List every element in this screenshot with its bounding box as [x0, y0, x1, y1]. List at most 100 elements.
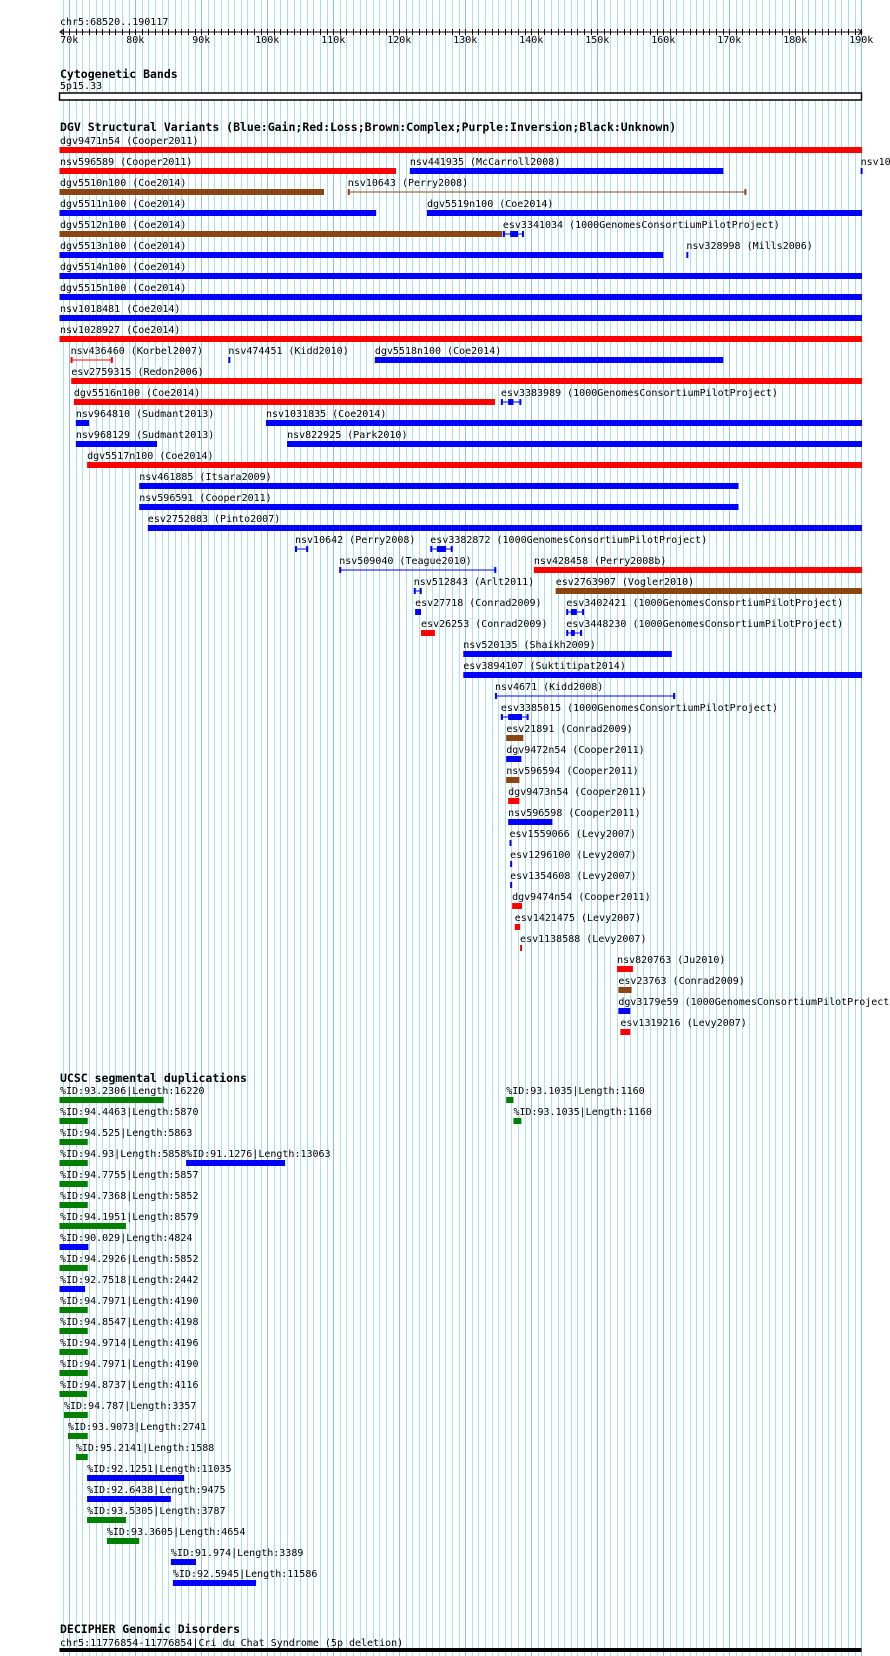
segmental-duplication[interactable]: %ID:91.974|Length:3389	[170, 1548, 303, 1565]
structural-variant[interactable]: dgv5510n100 (Coe2014)	[59, 178, 325, 195]
structural-variant[interactable]: esv1559066 (Levy2007)	[509, 829, 636, 846]
segmental-duplication[interactable]: %ID:95.2141|Length:1588	[75, 1443, 214, 1460]
structural-variant[interactable]: nsv596598 (Cooper2011)	[508, 808, 641, 825]
structural-variant[interactable]: dgv5518n100 (Coe2014)	[374, 346, 724, 363]
structural-variant[interactable]: dgv9474n54 (Cooper2011)	[512, 892, 651, 909]
structural-variant[interactable]: dgv5519n100 (Coe2014)	[426, 199, 863, 216]
variant-label: nsv968129 (Sudmant2013)	[76, 430, 214, 441]
structural-variant[interactable]: nsv428458 (Perry2008b)	[533, 556, 863, 573]
structural-variant[interactable]: nsv328998 (Mills2006)	[686, 241, 813, 258]
structural-variant[interactable]: nsv596591 (Cooper2011)	[139, 493, 739, 510]
segmental-duplication[interactable]: %ID:93.3605|Length:4654	[106, 1527, 245, 1544]
variant-label: dgv5513n100 (Coe2014)	[60, 241, 186, 252]
structural-variant[interactable]: nsv596589 (Cooper2011)	[59, 157, 396, 174]
structural-variant[interactable]: esv3894107 (Suktitipat2014)	[463, 661, 863, 678]
decipher-feature-bar[interactable]	[59, 1648, 862, 1652]
feature-bar	[415, 609, 422, 615]
segmental-duplication[interactable]: %ID:93.1035|Length:1160	[506, 1086, 645, 1103]
segmental-duplication[interactable]: %ID:94.93|Length:5858	[59, 1149, 187, 1166]
structural-variant[interactable]: esv3341034 (1000GenomesConsortiumPilotPr…	[502, 220, 780, 237]
cytoband-5p15-33[interactable]	[58, 92, 863, 101]
variant-label: nsv10643 (Perry2008)	[348, 178, 468, 189]
structural-variant[interactable]: nsv964810 (Sudmant2013)	[75, 409, 214, 426]
structural-variant[interactable]: dgv9473n54 (Cooper2011)	[508, 787, 647, 804]
structural-variant[interactable]: nsv1018481 (Coe2014)	[59, 304, 863, 321]
structural-variant[interactable]: esv3383989 (1000GenomesConsortiumPilotPr…	[500, 388, 778, 405]
structural-variant[interactable]: esv1319216 (Levy2007)	[620, 1018, 747, 1035]
structural-variant[interactable]: esv3448230 (1000GenomesConsortiumPilotPr…	[566, 619, 843, 636]
segmental-duplication[interactable]: %ID:94.8547|Length:4198	[59, 1317, 199, 1334]
segmental-duplication[interactable]: %ID:92.5945|Length:11586	[172, 1569, 318, 1586]
structural-variant[interactable]: esv1296100 (Levy2007)	[510, 850, 637, 867]
segmental-duplication[interactable]: %ID:92.6438|Length:9475	[87, 1485, 226, 1502]
track-cytogenetic-bands[interactable]: Cytogenetic Bands 5p15.33	[58, 67, 863, 101]
structural-variant[interactable]: dgv5514n100 (Coe2014)	[59, 262, 863, 279]
structural-variant[interactable]: esv1354608 (Levy2007)	[510, 871, 637, 888]
structural-variant[interactable]: dgv9471n54 (Cooper2011)	[59, 136, 863, 153]
feature-bar	[374, 357, 724, 363]
structural-variant[interactable]: esv1421475 (Levy2007)	[514, 913, 641, 930]
structural-variant[interactable]: esv3382872 (1000GenomesConsortiumPilotPr…	[430, 535, 707, 552]
structural-variant[interactable]: nsv436460 (Korbel2007)	[70, 346, 203, 363]
segmental-duplication[interactable]: %ID:93.9073|Length:2741	[67, 1422, 206, 1439]
structural-variant[interactable]: nsv441935 (McCarroll2008)	[409, 157, 724, 174]
structural-variant[interactable]: dgv5511n100 (Coe2014)	[59, 199, 377, 216]
structural-variant[interactable]: dgv3179e59 (1000GenomesConsortiumPilotPr…	[618, 997, 890, 1014]
structural-variant[interactable]: nsv474451 (Kidd2010)	[228, 346, 349, 363]
track-decipher[interactable]: DECIPHER Genomic Disorders chr5:11776854…	[59, 1622, 862, 1652]
segmental-duplication[interactable]: %ID:90.029|Length:4824	[59, 1233, 193, 1250]
segmental-duplication[interactable]: %ID:93.2306|Length:16220	[59, 1086, 205, 1103]
structural-variant[interactable]: esv26253 (Conrad2009)	[421, 619, 547, 636]
structural-variant[interactable]: nsv4671 (Kidd2008)	[494, 682, 676, 699]
structural-variant[interactable]: nsv822925 (Park2010)	[287, 430, 863, 447]
structural-variant[interactable]: dgv5517n100 (Coe2014)	[87, 451, 863, 468]
segmental-duplication[interactable]: %ID:94.2926|Length:5852	[59, 1254, 199, 1271]
structural-variant[interactable]: esv2763907 (Vogler2010)	[555, 577, 863, 594]
segmental-duplication[interactable]: %ID:94.7971|Length:4190	[59, 1296, 199, 1313]
structural-variant[interactable]: nsv10643 (Perry2008)	[347, 178, 747, 195]
structural-variant[interactable]: esv3402421 (1000GenomesConsortiumPilotPr…	[566, 598, 843, 615]
structural-variant[interactable]: nsv461885 (Itsara2009)	[139, 472, 739, 489]
structural-variant[interactable]: nsv1028927 (Coe2014)	[59, 325, 863, 342]
structural-variant[interactable]: esv21891 (Conrad2009)	[506, 724, 633, 741]
structural-variant[interactable]: esv3385015 (1000GenomesConsortiumPilotPr…	[500, 703, 778, 720]
segmental-duplication[interactable]: %ID:94.7971|Length:4190	[59, 1359, 199, 1376]
structural-variant[interactable]: esv23763 (Conrad2009)	[618, 976, 745, 993]
track-segmental-duplications[interactable]: UCSC segmental duplications %ID:93.2306|…	[59, 1071, 652, 1586]
segmental-duplication[interactable]: %ID:93.1035|Length:1160	[513, 1107, 652, 1124]
structural-variant[interactable]: dgv5512n100 (Coe2014)	[59, 220, 503, 237]
structural-variant[interactable]: dgv5515n100 (Coe2014)	[59, 283, 863, 300]
structural-variant[interactable]: nsv512843 (Arlt2011)	[413, 577, 534, 594]
segmental-duplication[interactable]: %ID:92.7518|Length:2442	[59, 1275, 199, 1292]
structural-variant[interactable]: dgv5513n100 (Coe2014)	[59, 241, 664, 258]
structural-variant[interactable]: dgv9472n54 (Cooper2011)	[506, 745, 645, 762]
structural-variant[interactable]: dgv5516n100 (Coe2014)	[73, 388, 495, 405]
structural-variant[interactable]: nsv509040 (Teague2010)	[339, 556, 497, 573]
segmental-duplication[interactable]: %ID:94.7755|Length:5857	[59, 1170, 199, 1187]
segmental-duplication[interactable]: %ID:91.1276|Length:13063	[186, 1149, 331, 1166]
structural-variant[interactable]: nsv1031835 (Coe2014)	[265, 409, 863, 426]
segmental-duplication[interactable]: %ID:93.5305|Length:3787	[87, 1506, 226, 1523]
segmental-duplication[interactable]: %ID:94.4463|Length:5870	[59, 1107, 199, 1124]
structural-variant[interactable]: nsv596594 (Cooper2011)	[506, 766, 639, 783]
segmental-duplication[interactable]: %ID:94.7368|Length:5852	[59, 1191, 199, 1208]
segdup-label: %ID:93.3605|Length:4654	[107, 1527, 245, 1538]
structural-variant[interactable]: nsv520135 (Shaikh2009)	[463, 640, 672, 657]
segmental-duplication[interactable]: %ID:94.787|Length:3357	[63, 1401, 196, 1418]
track-dgv-structural-variants[interactable]: DGV Structural Variants (Blue:Gain;Red:L…	[59, 120, 890, 1035]
structural-variant[interactable]: nsv820763 (Ju2010)	[617, 955, 725, 972]
structural-variant[interactable]: esv2752083 (Pinto2007)	[147, 514, 863, 531]
segmental-duplication[interactable]: %ID:92.1251|Length:11035	[87, 1464, 232, 1481]
structural-variant[interactable]: esv1138588 (Levy2007)	[520, 934, 646, 951]
structural-variant[interactable]: nsv10642 (Perry2008)	[294, 535, 415, 552]
structural-variant[interactable]: esv2759315 (Redon2006)	[71, 367, 863, 384]
track-title-dgv: DGV Structural Variants (Blue:Gain;Red:L…	[60, 120, 676, 134]
structural-variant[interactable]: esv27718 (Conrad2009)	[415, 598, 542, 615]
segmental-duplication[interactable]: %ID:94.9714|Length:4196	[59, 1338, 199, 1355]
segmental-duplication[interactable]: %ID:94.8737|Length:4116	[59, 1380, 199, 1397]
segmental-duplication[interactable]: %ID:94.1951|Length:8579	[59, 1212, 199, 1229]
structural-variant[interactable]: nsv10	[860, 157, 890, 174]
feature-bar	[463, 651, 672, 657]
structural-variant[interactable]: nsv968129 (Sudmant2013)	[75, 430, 214, 447]
segmental-duplication[interactable]: %ID:94.525|Length:5863	[59, 1128, 193, 1145]
